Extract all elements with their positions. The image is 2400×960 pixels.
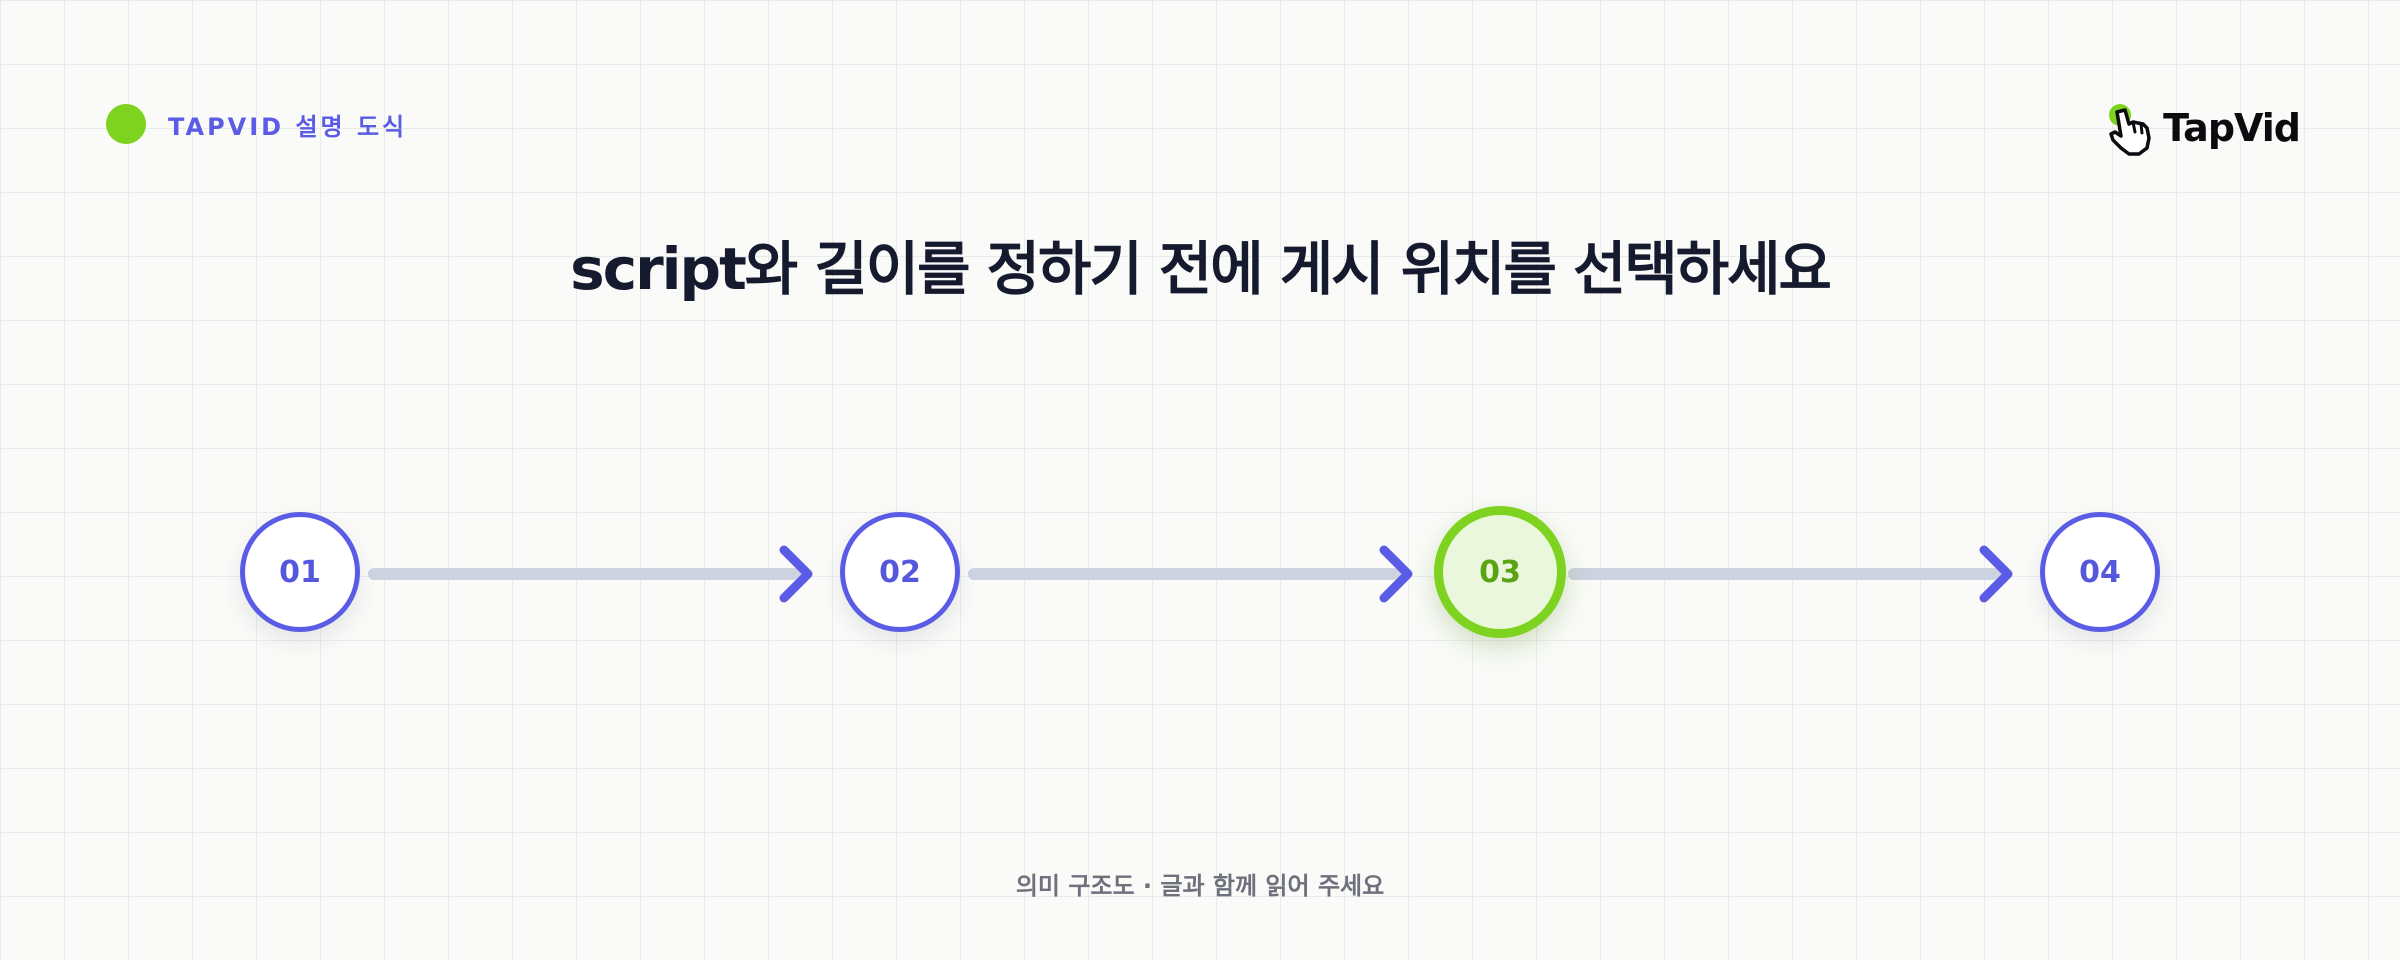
connector-1-2 (368, 545, 813, 603)
arrow-head-icon (1979, 545, 2013, 603)
brand-name: TapVid (2163, 106, 2301, 150)
step-node-02: 02 (840, 512, 960, 632)
arrow-head-icon (779, 545, 813, 603)
connector-2-3 (968, 545, 1413, 603)
status-dot-icon (106, 104, 146, 144)
step-node-04: 04 (2040, 512, 2160, 632)
badge-label: TAPVID 설명 도식 (168, 112, 408, 141)
pointing-hand-icon (2103, 98, 2159, 158)
step-node-01: 01 (240, 512, 360, 632)
header-badge: TAPVID 설명 도식 (106, 104, 407, 144)
brand-logo: TapVid (2103, 96, 2301, 160)
page-title: script와 길이를 정하기 전에 게시 위치를 선택하세요 (570, 235, 1832, 303)
step-node-03: 03 (1434, 506, 1566, 638)
footer-caption: 의미 구조도 · 글과 함께 읽어 주세요 (1015, 872, 1385, 900)
connector-3-4 (1568, 545, 2013, 603)
arrow-head-icon (1379, 545, 1413, 603)
